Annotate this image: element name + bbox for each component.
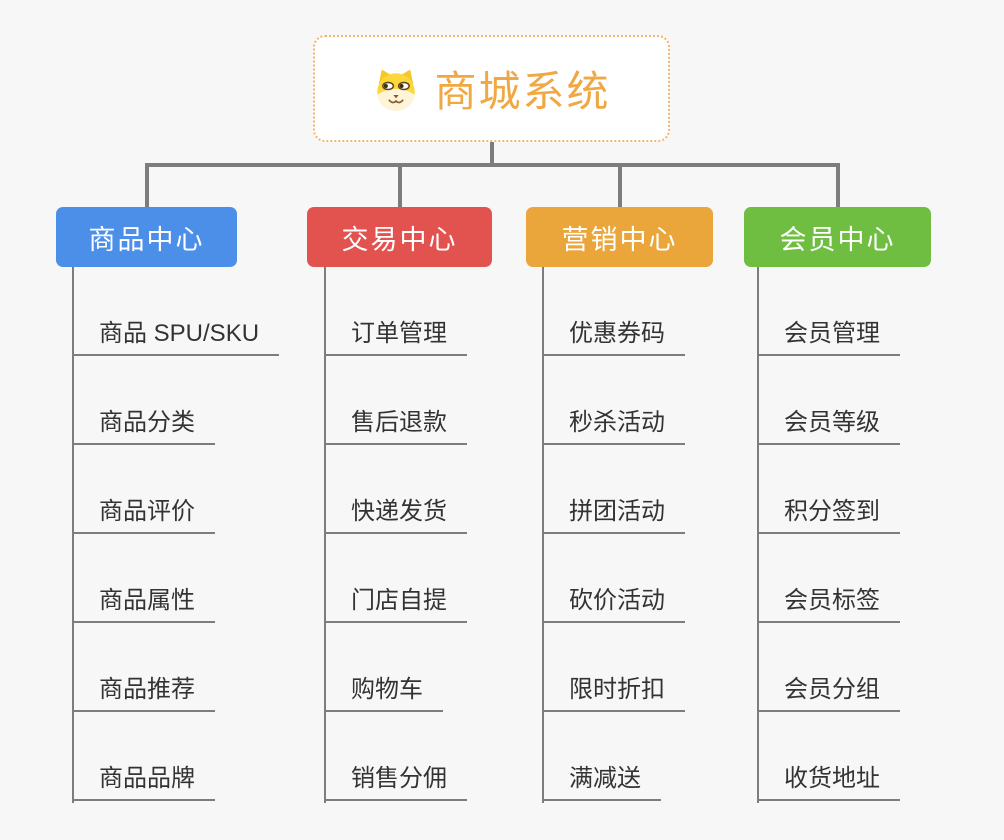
branch-trunk-line xyxy=(324,267,326,803)
branch-node-marketing-center[interactable]: 营销中心 xyxy=(526,207,713,267)
leaf-node[interactable]: 订单管理 xyxy=(324,319,467,356)
leaf-node[interactable]: 购物车 xyxy=(324,675,443,712)
branch-trunk-line xyxy=(542,267,544,803)
leaf-node[interactable]: 积分签到 xyxy=(757,497,900,534)
branch-label: 营销中心 xyxy=(561,224,678,255)
leaf-node[interactable]: 优惠券码 xyxy=(542,319,685,356)
connector-drop xyxy=(398,163,402,208)
branch-label: 商品中心 xyxy=(88,224,205,255)
leaf-node[interactable]: 快递发货 xyxy=(324,497,467,534)
branch-node-trade-center[interactable]: 交易中心 xyxy=(307,207,492,267)
connector-horizontal-bar xyxy=(145,163,839,167)
leaf-node[interactable]: 商品 SPU/SKU xyxy=(72,319,280,356)
branch-node-product-center[interactable]: 商品中心 xyxy=(56,207,237,267)
connector-drop xyxy=(836,163,840,208)
leaf-node[interactable]: 会员分组 xyxy=(757,675,900,712)
connector-root-stub xyxy=(490,142,494,165)
leaf-node[interactable]: 商品品牌 xyxy=(72,764,215,801)
leaf-node[interactable]: 会员管理 xyxy=(757,319,900,356)
root-title: 商城系统 xyxy=(434,68,611,115)
leaf-node[interactable]: 会员标签 xyxy=(757,586,900,623)
leaf-node[interactable]: 销售分佣 xyxy=(324,764,467,801)
leaf-node[interactable]: 商品推荐 xyxy=(72,675,215,712)
branch-node-member-center[interactable]: 会员中心 xyxy=(744,207,931,267)
leaf-node[interactable]: 商品评价 xyxy=(72,497,215,534)
leaf-node[interactable]: 商品属性 xyxy=(72,586,215,623)
branch-label: 交易中心 xyxy=(341,224,458,255)
leaf-node[interactable]: 会员等级 xyxy=(757,408,900,445)
leaf-node[interactable]: 秒杀活动 xyxy=(542,408,685,445)
connector-drop xyxy=(145,163,149,208)
connector-drop xyxy=(618,163,622,208)
branch-trunk-line xyxy=(72,267,74,803)
leaf-node[interactable]: 门店自提 xyxy=(324,586,467,623)
root-node[interactable]: 商城系统 xyxy=(313,35,670,142)
leaf-node[interactable]: 售后退款 xyxy=(324,408,467,445)
doge-icon xyxy=(377,69,416,111)
leaf-node[interactable]: 拼团活动 xyxy=(542,497,685,534)
leaf-node[interactable]: 限时折扣 xyxy=(542,675,685,712)
branch-trunk-line xyxy=(757,267,759,803)
leaf-node[interactable]: 满减送 xyxy=(542,764,661,801)
branch-label: 会员中心 xyxy=(779,224,896,255)
leaf-node[interactable]: 收货地址 xyxy=(757,764,900,801)
leaf-node[interactable]: 砍价活动 xyxy=(542,586,685,623)
leaf-node[interactable]: 商品分类 xyxy=(72,408,215,445)
